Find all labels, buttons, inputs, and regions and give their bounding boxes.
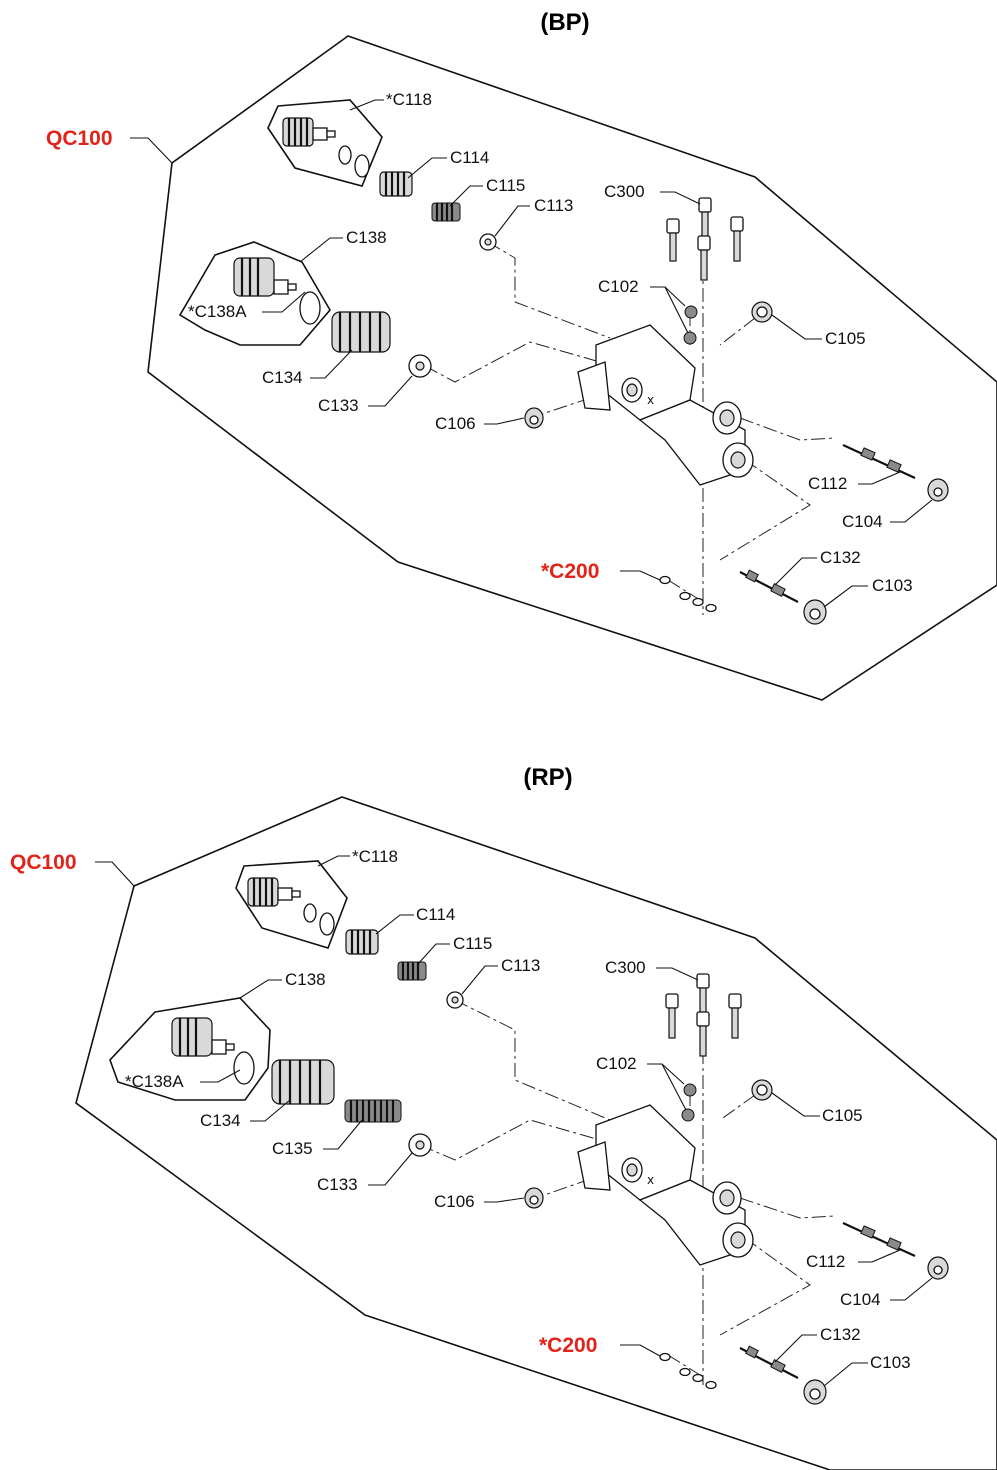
label-c106: C106	[434, 1192, 475, 1211]
c104-plug-part	[927, 1256, 949, 1280]
label-c105: C105	[825, 329, 866, 348]
panel-bp: (BP)	[46, 9, 997, 701]
label-c105: C105	[822, 1106, 863, 1125]
c103-plug-part	[803, 599, 827, 625]
label-c104: C104	[842, 512, 883, 531]
label-c133: C133	[318, 396, 359, 415]
label-c133: C133	[317, 1175, 358, 1194]
c138-cartridge-part	[171, 1017, 255, 1085]
c115-spring-part	[397, 961, 427, 981]
label-c104: C104	[840, 1290, 881, 1309]
label-c200: *C200	[539, 1334, 597, 1357]
c138-cartridge-part	[233, 257, 321, 325]
label-c118: *C118	[386, 90, 432, 109]
valve-body-part: x	[577, 324, 754, 486]
c112-stem-part	[842, 444, 916, 479]
label-c134: C134	[262, 368, 303, 387]
c135-spring-part	[344, 1099, 402, 1123]
c118-sub-outline	[235, 860, 348, 949]
c118-cartridge-part	[247, 877, 335, 936]
c138-sub-outline	[109, 997, 271, 1101]
c300-bolts-part	[666, 197, 744, 281]
label-c102: C102	[596, 1054, 637, 1073]
svg-text:x: x	[647, 393, 654, 407]
label-c102: C102	[598, 277, 639, 296]
label-c114: C114	[450, 148, 489, 167]
label-c103: C103	[870, 1353, 911, 1372]
label-c103: C103	[872, 576, 913, 595]
c300-bolts-part	[665, 973, 742, 1057]
c113-washer-part	[446, 991, 464, 1009]
label-c115: C115	[453, 934, 492, 953]
label-c138a: *C138A	[125, 1072, 184, 1091]
label-c300: C300	[605, 958, 646, 977]
c106-plug-part	[524, 407, 544, 429]
c114-spring-part	[379, 171, 413, 197]
c106-plug-part	[524, 1187, 544, 1209]
label-c134: C134	[200, 1111, 241, 1130]
label-c106: C106	[435, 414, 476, 433]
c200-seals-part	[659, 575, 717, 613]
c200-seals-part	[659, 1352, 717, 1390]
label-c300: C300	[604, 182, 645, 201]
c102-plugs-part	[681, 1083, 697, 1122]
c104-plug-part	[927, 478, 949, 502]
label-qc100: QC100	[10, 851, 77, 874]
c132-stem-part	[739, 569, 799, 603]
c102-plugs-part	[683, 305, 698, 345]
c113-washer-part	[479, 233, 497, 251]
svg-text:x: x	[647, 1173, 654, 1187]
label-c138: C138	[346, 228, 387, 247]
label-qc100: QC100	[46, 127, 113, 150]
label-c132: C132	[820, 1325, 861, 1344]
c105-plug-part	[751, 301, 773, 323]
label-c118: *C118	[352, 847, 398, 866]
label-c113: C113	[534, 196, 573, 215]
label-c135: C135	[272, 1139, 313, 1158]
c118-sub-outline	[267, 99, 383, 187]
leader-lines	[95, 855, 933, 1387]
c132-stem-part	[739, 1345, 799, 1379]
c138-sub-outline	[178, 241, 331, 346]
qc100-assembly-outline	[147, 35, 997, 701]
c134-spring-part	[271, 1059, 335, 1105]
leader-lines	[130, 99, 933, 608]
qc100-assembly-outline	[75, 796, 997, 1470]
label-c200: *C200	[541, 560, 599, 583]
label-c114: C114	[416, 905, 455, 924]
c118-cartridge-part	[282, 117, 370, 178]
c133-washer-part	[408, 354, 432, 378]
label-c112: C112	[808, 474, 847, 493]
label-c112: C112	[806, 1252, 845, 1271]
c114-spring-part	[345, 929, 379, 955]
valve-body-part: x	[577, 1104, 754, 1266]
c103-plug-part	[803, 1379, 827, 1405]
c115-spring-part	[431, 202, 461, 222]
c105-plug-part	[751, 1079, 773, 1101]
label-c115: C115	[486, 176, 525, 195]
c133-washer-part	[408, 1133, 432, 1157]
label-c132: C132	[820, 548, 861, 567]
panel-title-bp: (BP)	[540, 9, 589, 36]
panel-title-rp: (RP)	[523, 764, 572, 791]
label-c113: C113	[501, 956, 540, 975]
c134-spring-part	[331, 311, 391, 353]
c112-stem-part	[842, 1222, 916, 1257]
panel-rp: (RP)	[10, 764, 997, 1470]
label-c138: C138	[285, 970, 326, 989]
label-c138a: *C138A	[188, 302, 247, 321]
